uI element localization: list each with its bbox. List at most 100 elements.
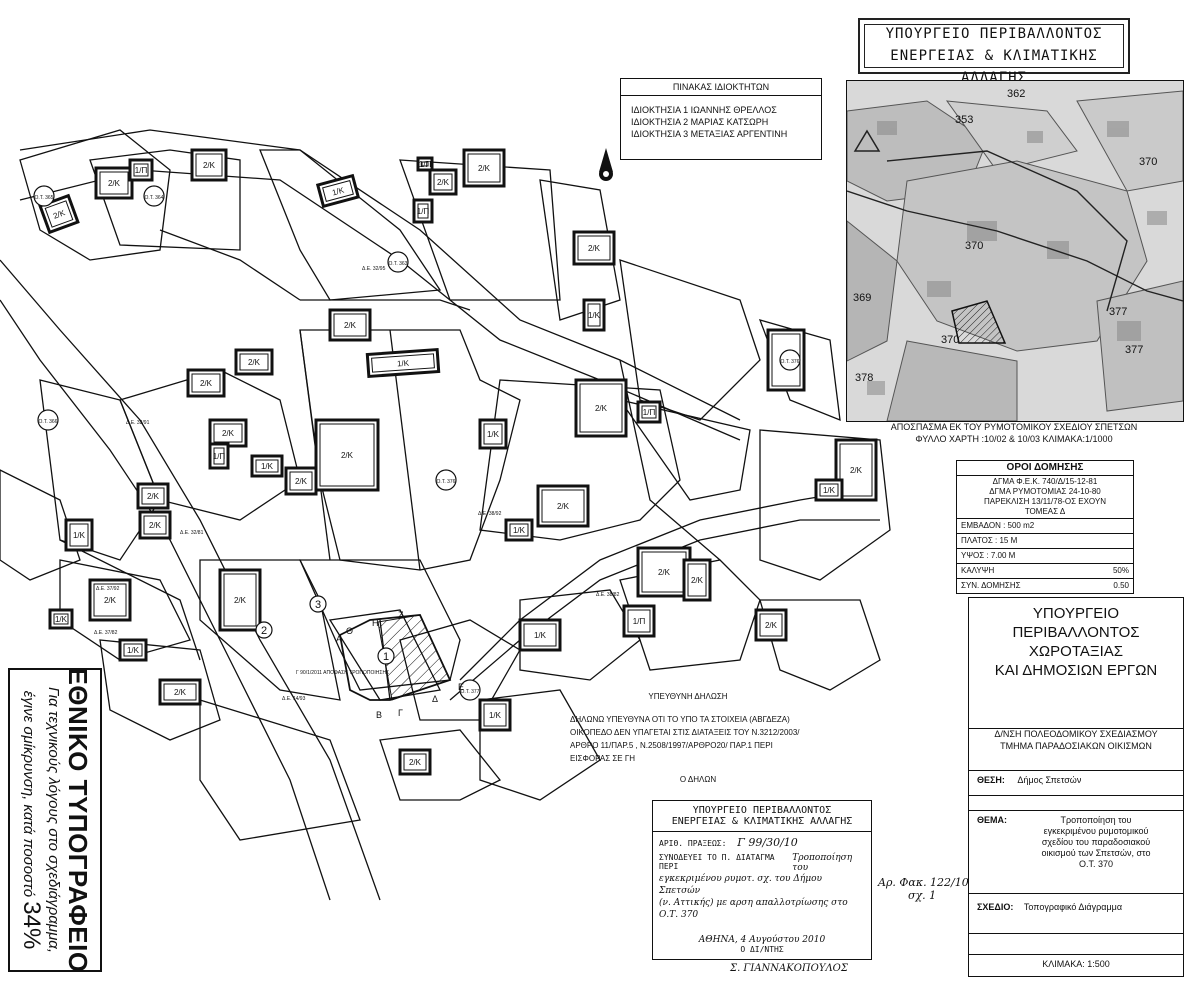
map-annotation: Δ.Ε. 32/95 bbox=[362, 266, 386, 272]
building-label: 1/Κ bbox=[823, 486, 836, 495]
building-label: 2/Κ bbox=[149, 521, 162, 530]
vertex-letter: Β bbox=[376, 710, 382, 720]
owner-row: ΙΔΙΟΚΤΗΣΙΑ 3 ΜΕΤΑΞΙΑΣ ΑΡΓΕΝΤΙΝΗ bbox=[631, 129, 788, 139]
building-label: 2/Κ bbox=[850, 466, 863, 475]
scale-field: ΚΛΙΜΑΚΑ: 1:500 bbox=[969, 954, 1183, 975]
building: 2/Κ bbox=[186, 368, 226, 398]
building-label: 2/Κ bbox=[203, 161, 216, 170]
department-name: Δ/ΝΣΗ ΠΟΛΕΟΔΟΜΙΚΟΥ ΣΧΕΔΙΑΣΜΟΥ ΤΜΗΜΑ ΠΑΡΑ… bbox=[994, 729, 1158, 751]
building: 2/Κ bbox=[754, 608, 788, 642]
building-label: 2/Κ bbox=[174, 688, 187, 697]
inset-label: 370 bbox=[941, 334, 959, 346]
hatched-area bbox=[377, 614, 451, 701]
building-label: 2/Κ bbox=[588, 244, 601, 253]
ministry-title-block: ΥΠΟΥΡΓΕΙΟ ΠΕΡΙΒΑΛΛΟΝΤΟΣ ΧΩΡΟΤΑΞΙΑΣ ΚΑΙ Δ… bbox=[968, 597, 1184, 977]
building: 1/Κ bbox=[582, 298, 606, 332]
building-label: 1/Κ bbox=[331, 185, 346, 197]
vertex-letter: Ε bbox=[458, 682, 464, 692]
building-label: 2/Κ bbox=[478, 164, 491, 173]
building: 2/Κ bbox=[158, 678, 202, 706]
banner-line1: Για τεχνικούς λόγους στο σχεδιάγραμμα, bbox=[45, 686, 62, 954]
terms-row: ΥΨΟΣ : 7.00 Μ bbox=[957, 549, 1133, 564]
building: 1/Κ bbox=[365, 347, 441, 379]
building: 1/Π bbox=[622, 604, 656, 638]
building-label: 2/Κ bbox=[248, 358, 261, 367]
building: 1/Κ bbox=[64, 518, 94, 552]
svg-text:Ο.Τ. 376: Ο.Τ. 376 bbox=[437, 479, 456, 485]
building: 2/Κ bbox=[208, 418, 248, 448]
building-label: 2/Κ bbox=[200, 379, 213, 388]
building: 2/Κ bbox=[314, 418, 380, 492]
building: 2/Κ bbox=[572, 230, 616, 266]
building: 1/Π bbox=[412, 198, 434, 224]
building: 1/Κ bbox=[518, 618, 562, 652]
building-label: 1/Π bbox=[417, 207, 430, 216]
map-annotation: Δ.Ε. 32/81 bbox=[180, 530, 204, 536]
map-annotation: Δ.Ε. 37/92 bbox=[96, 586, 120, 592]
map-annotation: Δ.Ε. 38/92 bbox=[478, 511, 502, 517]
building-label: 1/Κ bbox=[513, 526, 526, 535]
svg-text:1: 1 bbox=[383, 651, 389, 663]
building: 2/Κ bbox=[398, 748, 432, 776]
vertex-letter: Γ bbox=[398, 708, 403, 718]
building-label: 2/Κ bbox=[295, 477, 308, 486]
building-label: 2/Κ bbox=[437, 178, 450, 187]
building-label: 1/Κ bbox=[588, 311, 601, 320]
block-number: Ο.Τ. 366 bbox=[37, 409, 59, 431]
building: 1/Π bbox=[416, 156, 434, 172]
building-label: 1/Κ bbox=[487, 430, 500, 439]
terms-row: ΠΛΑΤΟΣ : 15 Μ bbox=[957, 534, 1133, 549]
svg-text:2: 2 bbox=[261, 625, 267, 637]
block-number: Ο.Τ. 377 bbox=[459, 679, 481, 701]
building: 1/Κ bbox=[118, 638, 148, 662]
inset-caption: ΑΠΟΣΠΑΣΜΑ ΕΚ ΤΟΥ ΡΥΜΟΤΟΜΙΚΟΥ ΣΧΕΔΙΟΥ ΣΠΕ… bbox=[890, 422, 1138, 444]
block-number: Ο.Τ. 365 bbox=[33, 185, 55, 207]
block-number: Ο.Τ. 363 bbox=[387, 251, 409, 273]
vertex-letter: Ζ bbox=[398, 610, 404, 620]
building-label: 2/Κ bbox=[691, 576, 704, 585]
building-label: 2/Κ bbox=[104, 596, 117, 605]
building-label: 1/Κ bbox=[489, 711, 502, 720]
inset-label: 362 bbox=[1007, 88, 1025, 100]
subject-field: ΘΕΜΑ: Τροποποίηση του εγκεκριμένου ρυμοτ… bbox=[969, 810, 1183, 894]
vertex-letter: Α bbox=[336, 634, 342, 644]
building-label: 2/Κ bbox=[234, 596, 247, 605]
protocol-number: Γ 99/30/10 bbox=[737, 836, 798, 849]
building: 1/Κ bbox=[814, 478, 844, 502]
building: 1/Κ bbox=[478, 418, 508, 450]
building: 2/Κ bbox=[88, 578, 132, 622]
building: 2/Κ bbox=[190, 148, 228, 182]
banner-title: ΕΘΝΙΚΟ ΤΥΠΟΓΡΑΦΕΙΟ bbox=[63, 667, 93, 973]
building-terms-table: ΟΡΟΙ ΔΟΜΗΣΗΣ ΔΓΜΑ Φ.Ε.Κ. 740/Δ/15-12-81 … bbox=[956, 460, 1134, 594]
building: 2/Κ bbox=[138, 510, 172, 540]
map-annotation: Δ.Ε. 37/82 bbox=[94, 630, 118, 636]
map-annotation: Γ 90/1/2011 ΑΠΟΦΑΣΗ ΤΡΟΠΟΠΟΙΗΣΗΣ bbox=[296, 670, 389, 676]
svg-text:Ο.Τ. 365: Ο.Τ. 365 bbox=[35, 195, 54, 201]
national-printing-banner: ΕΘΝΙΚΟ ΤΥΠΟΓΡΑΦΕΙΟ Για τεχνικούς λόγους … bbox=[8, 667, 102, 973]
location-field: ΘΕΣΗ: Δήμος Σπετσών bbox=[969, 770, 1183, 796]
building: 2/Κ bbox=[136, 482, 170, 510]
building-label: 1/Π bbox=[643, 408, 656, 417]
building: 2/Κ bbox=[218, 568, 262, 632]
building: 1/Κ bbox=[250, 454, 284, 478]
svg-text:Ο.Τ. 363: Ο.Τ. 363 bbox=[389, 261, 408, 267]
building-label: 1/Π bbox=[633, 617, 646, 626]
building: 2/Κ bbox=[682, 558, 712, 602]
building-label: 1/Κ bbox=[73, 531, 86, 540]
building-label: 2/Κ bbox=[341, 451, 354, 460]
vertex-letter: Θ bbox=[346, 626, 353, 636]
building-label: 1/Κ bbox=[534, 631, 547, 640]
owner-row: ΙΔΙΟΚΤΗΣΙΑ 2 ΜΑΡΙΑΣ ΚΑΤΣΩΡΗ bbox=[631, 117, 769, 127]
building-label: 2/Κ bbox=[344, 321, 357, 330]
building: 2/Κ bbox=[462, 148, 506, 188]
building: 2/Κ bbox=[328, 308, 372, 342]
ministry-stamp-top: ΥΠΟΥΡΓΕΙΟ ΠΕΡΙΒΑΛΛΟΝΤΟΣ ΕΝΕΡΓΕΙΑΣ & ΚΛΙΜ… bbox=[858, 18, 1130, 86]
building-label: 1/Κ bbox=[55, 615, 68, 624]
building: 1/Κ bbox=[315, 173, 361, 209]
building-label: 2/Κ bbox=[108, 179, 121, 188]
svg-text:Ο.Τ. 364: Ο.Τ. 364 bbox=[145, 195, 164, 201]
block-number: Ο.Τ. 376 bbox=[779, 349, 801, 371]
building: 1/Κ bbox=[504, 518, 534, 542]
